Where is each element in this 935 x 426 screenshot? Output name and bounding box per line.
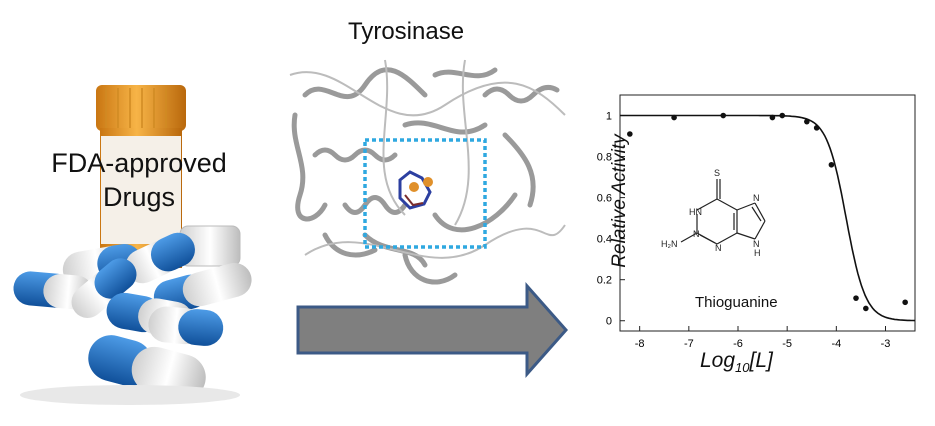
atom-n-top-right: N: [753, 193, 760, 203]
atom-nh-right: N: [753, 239, 760, 249]
data-point: [627, 131, 633, 137]
data-point: [828, 161, 835, 168]
thioguanine-structure: S HN N N N N H H₂N: [661, 168, 766, 258]
fda-label-line-1: FDA-approved: [51, 148, 227, 178]
atom-s: S: [714, 168, 720, 178]
data-point: [813, 125, 820, 131]
data-point: [769, 114, 776, 121]
data-point: [804, 118, 810, 125]
fda-label-line-2: Drugs: [102, 182, 176, 212]
data-point: [902, 299, 908, 306]
atom-h-right: H: [754, 248, 761, 258]
data-point: [671, 114, 677, 121]
x-tick-label: -5: [782, 338, 792, 350]
bottle-label: [101, 136, 181, 244]
y-tick-label: 0.6: [597, 193, 612, 205]
compound-name: Thioguanine: [695, 294, 778, 311]
tyrosinase-structure: [289, 59, 566, 285]
dose-response-chart: -8 -7 -6 -5 -4 -3 0 0.2 0.4 0.6 0.8 1: [597, 94, 916, 350]
atom-nh-left: HN: [689, 207, 702, 217]
data-point: [779, 112, 786, 119]
y-tick-label: 1: [606, 111, 612, 123]
plot-frame: [619, 94, 916, 332]
drugs-illustration: [13, 85, 252, 405]
y-tick-label: 0.4: [597, 234, 612, 246]
y-tick-label: 0: [606, 316, 612, 328]
tyrosinase-title: Tyrosinase: [348, 18, 465, 45]
x-tick-label: -6: [733, 338, 743, 350]
x-axis-label: Log10[L]: [700, 349, 773, 376]
fit-curve: [620, 114, 916, 322]
y-tick-label: 0.8: [597, 152, 612, 164]
active-site-box: [363, 138, 487, 249]
x-tick-label: -3: [881, 338, 891, 350]
bottle-cap: [96, 85, 186, 131]
data-point: [863, 305, 869, 312]
x-tick-label: -8: [635, 338, 645, 350]
active-site: [398, 170, 433, 210]
atom-n-left: N: [693, 229, 700, 239]
atom-h2n: H₂N: [661, 239, 678, 249]
y-tick-label: 0.2: [597, 275, 612, 287]
data-point: [720, 112, 727, 119]
data-point: [853, 295, 859, 301]
atom-n-bottom: N: [715, 243, 722, 253]
fda-drugs-label: FDA-approved Drugs: [44, 146, 234, 214]
process-arrow: [296, 282, 569, 378]
y-axis-label: Relative Activity: [609, 134, 630, 268]
x-tick-label: -4: [831, 338, 841, 350]
x-tick-label: -7: [684, 338, 694, 350]
